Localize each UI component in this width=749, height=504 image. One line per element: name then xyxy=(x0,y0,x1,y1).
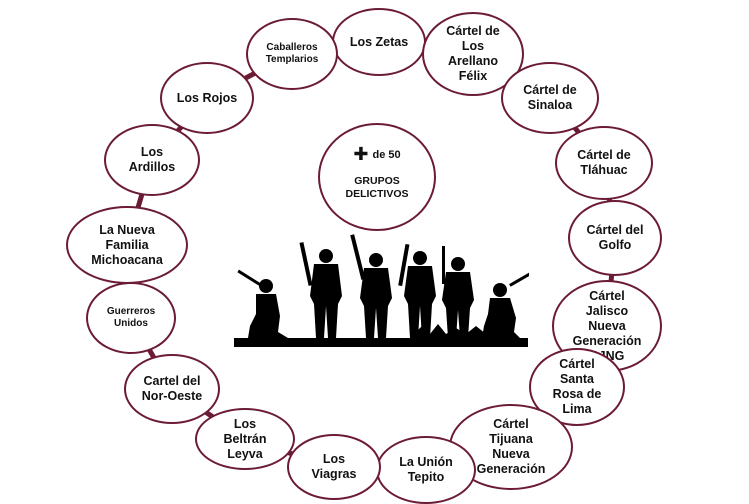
center-count-text: de 50 xyxy=(372,149,401,161)
center-label: GRUPOS DELICTIVOS xyxy=(345,175,409,201)
group-node: Los Zetas xyxy=(332,8,426,76)
group-node: Cártel de Sinaloa xyxy=(501,62,599,134)
group-node: Los Ardillos xyxy=(104,124,200,196)
group-node: Cartel del Nor-Oeste xyxy=(124,354,220,424)
center-circle xyxy=(318,123,436,231)
group-node: Los Viagras xyxy=(287,434,381,500)
group-node: La Unión Tepito xyxy=(376,436,476,504)
group-node: Cártel de Tláhuac xyxy=(555,126,653,200)
plus-icon: ✚ xyxy=(353,144,369,164)
group-node: La Nueva Familia Michoacana xyxy=(66,206,188,284)
group-node: Caballeros Templarios xyxy=(246,18,338,90)
center-count: ✚de 50 xyxy=(318,144,436,165)
soldiers-silhouette-icon xyxy=(234,234,529,347)
group-node: Los Beltrán Leyva xyxy=(195,408,295,470)
group-node: Guerreros Unidos xyxy=(86,282,176,354)
group-node: Los Rojos xyxy=(160,62,254,134)
group-node: Cártel del Golfo xyxy=(568,200,662,276)
